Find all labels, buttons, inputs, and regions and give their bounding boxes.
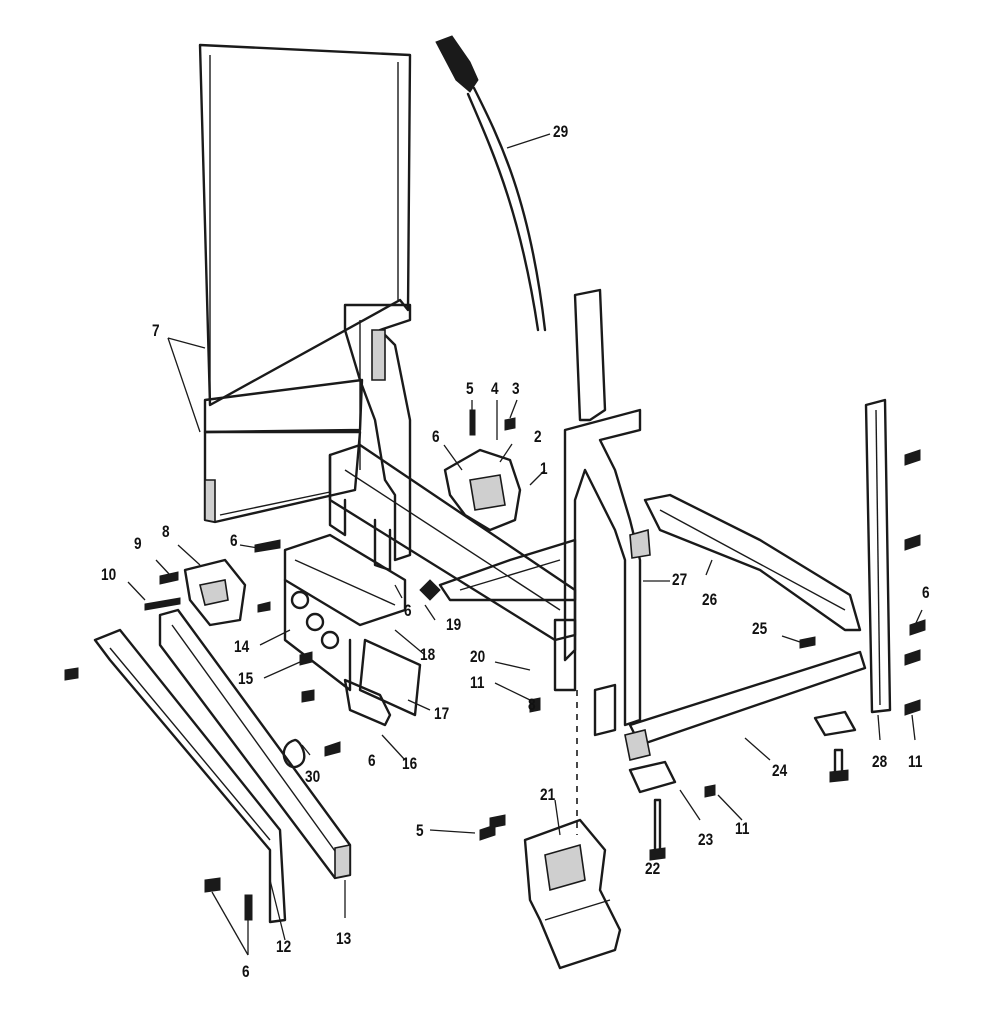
- callout-9: 9: [134, 534, 142, 553]
- callout-13: 13: [336, 929, 352, 948]
- callout-4: 4: [491, 379, 499, 398]
- part-13-long-bar: [158, 608, 352, 880]
- callout-28: 28: [872, 752, 888, 771]
- leader-lines: [127, 133, 923, 956]
- callout-29: 29: [553, 122, 569, 141]
- callout-15: 15: [238, 669, 254, 688]
- part-18-control-bar: [283, 533, 407, 692]
- callout-11: 11: [470, 673, 485, 692]
- part-29-power-cord: [435, 35, 547, 332]
- callout-6: 6: [368, 751, 376, 770]
- part-16-clip: [343, 678, 392, 727]
- part-22-23-small: [628, 760, 677, 861]
- callout-8: 8: [528, 695, 536, 714]
- callout-11: 11: [735, 819, 750, 838]
- part-17-plate: [358, 638, 422, 717]
- callout-20: 20: [470, 647, 486, 666]
- callout-2: 2: [534, 427, 542, 446]
- callout-7: 7: [152, 321, 160, 340]
- callout-1: 1: [540, 459, 548, 478]
- callout-6: 6: [242, 962, 250, 981]
- callout-5: 5: [466, 379, 474, 398]
- part-cross-frame: [328, 443, 577, 642]
- callout-3: 3: [512, 379, 520, 398]
- callout-21: 21: [540, 785, 556, 804]
- part-24-base-rail: [624, 650, 867, 761]
- callout-22: 22: [645, 859, 661, 878]
- callout-12: 12: [276, 937, 292, 956]
- part-2-pump: [443, 448, 522, 532]
- callout-6: 6: [432, 427, 440, 446]
- part-21-base-assembly: [523, 818, 622, 970]
- part-right-clip: [813, 710, 857, 783]
- part-8-bracket: [144, 558, 271, 627]
- callout-30: 30: [305, 767, 321, 786]
- callout-11: 11: [908, 752, 923, 771]
- callout-5: 5: [416, 821, 424, 840]
- part-27-right-post: [553, 288, 651, 737]
- callout-17: 17: [434, 704, 450, 723]
- fasteners: [64, 409, 926, 921]
- callout-24: 24: [772, 761, 788, 780]
- callout-14: 14: [234, 637, 250, 656]
- callout-27: 27: [672, 570, 688, 589]
- part-7-panel-frame: [198, 43, 412, 524]
- callout-18: 18: [420, 645, 436, 664]
- part-12-long-bar: [93, 628, 287, 924]
- part-26-diagonal-arm: [643, 493, 862, 632]
- callout-26: 26: [702, 590, 718, 609]
- callout-6: 6: [404, 601, 412, 620]
- part-center-upright: [343, 303, 412, 562]
- callout-6: 6: [230, 531, 238, 550]
- callout-19: 19: [446, 615, 462, 634]
- callout-6: 6: [922, 583, 930, 602]
- callout-8: 8: [162, 522, 170, 541]
- callout-16: 16: [402, 754, 418, 773]
- part-28-vertical-rail: [864, 398, 892, 714]
- callout-25: 25: [752, 619, 768, 638]
- callout-10: 10: [101, 565, 117, 584]
- callout-23: 23: [698, 830, 714, 849]
- part-30-wire: [282, 738, 306, 769]
